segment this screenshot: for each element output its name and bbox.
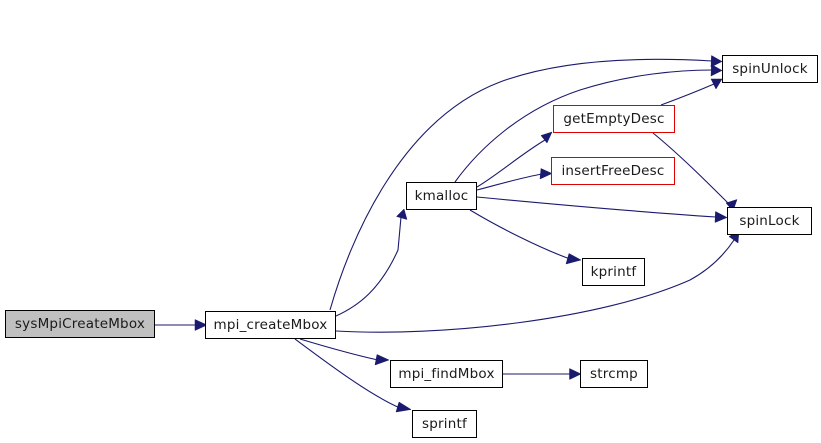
arrow-head [194, 319, 208, 331]
edge-mpi_createMbox-to-spinUnlock [329, 55, 723, 311]
node-label-spinUnlock: spinUnlock [732, 61, 808, 77]
edge-kmalloc-to-getEmptyDesc [476, 131, 553, 188]
node-mpi_createMbox[interactable]: mpi_createMbox [205, 311, 336, 339]
arrow-head [710, 55, 723, 68]
node-label-getEmptyDesc: getEmptyDesc [563, 111, 665, 127]
edge-mpi_findMbox-to-strcmp [503, 368, 582, 380]
node-label-mpi_findMbox: mpi_findMbox [398, 366, 495, 382]
node-sysMpiCreateMbox[interactable]: sysMpiCreateMbox [5, 310, 155, 338]
arrow-head [710, 78, 723, 90]
node-sprintf[interactable]: sprintf [412, 410, 477, 438]
node-spinLock[interactable]: spinLock [727, 207, 812, 235]
edge-kmalloc-to-kprintf [469, 209, 582, 265]
edge-mpi_createMbox-to-sprintf [294, 338, 412, 413]
node-insertFreeDesc[interactable]: insertFreeDesc [551, 157, 675, 185]
node-label-kmalloc: kmalloc [414, 188, 469, 204]
node-label-kprintf: kprintf [590, 264, 637, 280]
arrow-head [396, 208, 408, 220]
edge-mpi_createMbox-to-spinLock [335, 230, 740, 333]
node-mpi_findMbox[interactable]: mpi_findMbox [390, 360, 503, 388]
arrow-head [539, 168, 553, 180]
arrow-head [395, 401, 412, 413]
edge-mpi_createMbox-to-kmalloc [335, 208, 408, 317]
node-kprintf[interactable]: kprintf [582, 258, 645, 286]
edge-mpi_createMbox-to-mpi_findMbox [299, 338, 390, 366]
edge-kmalloc-to-spinUnlock [454, 64, 723, 183]
node-getEmptyDesc[interactable]: getEmptyDesc [553, 105, 675, 133]
node-spinUnlock[interactable]: spinUnlock [722, 55, 818, 83]
arrow-head [540, 131, 553, 144]
edge-sysMpiCreateMbox-to-mpi_createMbox [155, 319, 208, 331]
node-label-sysMpiCreateMbox: sysMpiCreateMbox [14, 316, 146, 332]
node-label-strcmp: strcmp [590, 366, 638, 382]
edge-getEmptyDesc-to-spinUnlock [660, 78, 723, 106]
node-kmalloc[interactable]: kmalloc [406, 182, 477, 210]
arrow-head [714, 211, 728, 223]
node-label-sprintf: sprintf [422, 416, 467, 432]
node-label-insertFreeDesc: insertFreeDesc [561, 163, 665, 179]
edge-kmalloc-to-spinLock [476, 196, 728, 223]
edge-kmalloc-to-insertFreeDesc [476, 168, 553, 191]
arrow-head [565, 253, 582, 265]
arrow-head [374, 354, 390, 366]
node-strcmp[interactable]: strcmp [580, 360, 648, 388]
node-label-mpi_createMbox: mpi_createMbox [213, 317, 328, 333]
node-label-spinLock: spinLock [739, 213, 800, 229]
arrow-head [710, 64, 723, 77]
arrow-head [569, 368, 582, 380]
